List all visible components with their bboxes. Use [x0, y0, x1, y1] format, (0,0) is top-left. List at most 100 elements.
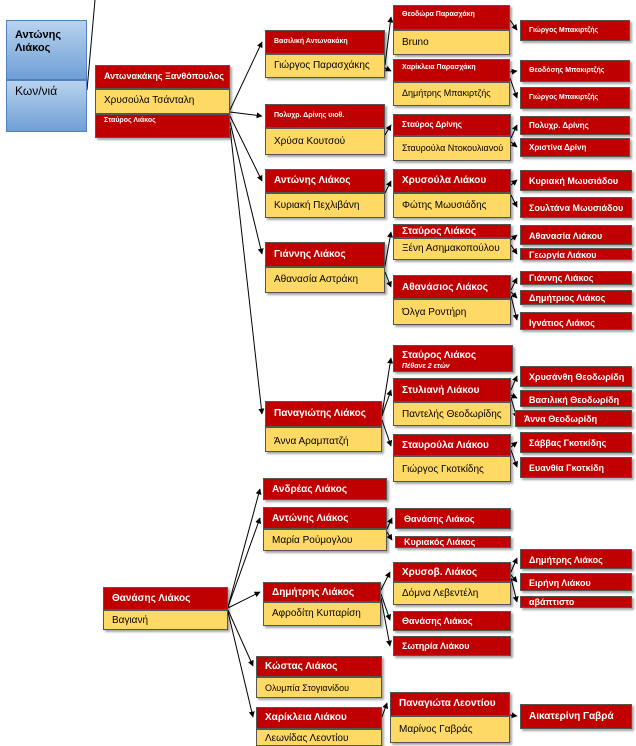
person-box: Χριστίνα Δρίνη — [520, 138, 630, 157]
connector-arrow — [229, 121, 264, 255]
person-box: Χρυσοβ. Λιάκος — [393, 562, 511, 582]
spouse-box: Γιώργος Γκοτκίδης — [393, 456, 511, 482]
connector-arrow — [509, 712, 518, 719]
spouse-box: Δόμνα Λεβεντέλη — [393, 582, 511, 605]
spouse-name: Ξένη Ασημακοπούλου — [402, 243, 500, 254]
person-box: Γιώργος Μπακιρτζής — [520, 20, 630, 41]
person-name: Αθανασία Λιάκου — [529, 231, 603, 241]
spouse-box: Χρυσούλα Τσάνταλη — [95, 89, 230, 114]
person-box: Σταύρος Λιάκος Πέθανε 2 ετών — [393, 345, 513, 372]
person-name: Σωτηρία Λιάκου — [402, 641, 470, 651]
connector-arrow — [509, 68, 518, 75]
person-box: Γιώργος Μπακιρτζής — [520, 87, 630, 109]
person-name: Αικατερίνη Γαβρά — [529, 711, 614, 722]
spouse-box: Αφροδίτη Κυπαρίση — [263, 602, 381, 626]
spouse-name: Γιώργος Παρασχάκης — [274, 60, 370, 71]
person-name: Σταύρος Λιάκος — [402, 226, 477, 237]
spouse-name: Δόμνα Λεβεντέλη — [402, 588, 479, 599]
spouse-name: Άννα Αραμπατζή — [274, 436, 349, 447]
connector-arrow — [381, 357, 394, 415]
connector-arrow — [510, 574, 518, 583]
connector-arrow — [227, 609, 254, 667]
connector-arrow — [229, 41, 263, 111]
connector-arrow — [227, 611, 255, 718]
connector-arrow — [510, 557, 518, 573]
person-name: Θανάσης Λιάκος — [404, 514, 475, 524]
person-name: Γιώργος Μπακιρτζής — [529, 94, 599, 101]
person-name: Κώστας Λιάκος — [265, 661, 338, 672]
person-box: Παναγιώτης Λιάκος — [265, 401, 382, 427]
spouse-box: Μαρία Ρούμογλου — [263, 529, 387, 551]
spouse-name: Αθανασία Αστράκη — [274, 274, 359, 285]
person-name: Αντώνης Λιάκος — [274, 175, 351, 186]
person-name: Παναγιώτα Λεοντίου — [399, 698, 496, 709]
person-box: Σταυρούλα Λιάκου — [393, 434, 511, 456]
spouse-box: Αθανασία Αστράκη — [265, 267, 385, 293]
connector-arrow — [510, 179, 518, 186]
person-name: Χρυσούλα Λιάκου — [402, 175, 487, 186]
person-box: Χρυσάνθη Θεοδωρίδη — [520, 366, 632, 387]
person-name: Θανάσης Λιάκος — [112, 593, 191, 604]
root-spouse-box: Κων/νιά — [6, 80, 87, 132]
person-box: Θανάσης Λιάκος — [393, 611, 511, 631]
spouse-name: Φώτης Μωυσιάδης — [402, 200, 487, 211]
spouse-box: Χρύσα Κουτσού — [265, 128, 385, 155]
person-name: Αντώνης Λιάκος — [272, 513, 349, 524]
spouse-box: Ολυμπία Στογιανίδου — [256, 677, 382, 698]
person-name: Χριστίνα Δρίνη — [529, 143, 587, 152]
person-box: Παναγιώτα Λεοντίου — [390, 692, 510, 716]
person-name: Θανάσης Λιάκος — [402, 616, 473, 626]
spouse-name: Κυριακή Πεχλιβάνη — [274, 200, 360, 211]
spouse-box: Άννα Αραμπατζή — [265, 427, 382, 452]
person-name: Δημήτριος Λιάκος — [529, 293, 606, 303]
person-box: Χαρίκλεια Παρασχάκη — [393, 59, 510, 82]
connector-arrow — [229, 127, 265, 415]
person-box: Αντώνης Λιάκος — [265, 169, 385, 193]
spouse-box: Σταυρούλα Ντοκουλιανού — [393, 136, 511, 161]
person-name: Κυριακός Λιάκος — [404, 537, 476, 547]
person-box: Ανδρέας Λιάκος — [263, 478, 387, 500]
person-name: Χρυσοβ. Λιάκος — [402, 567, 478, 578]
person-box: Αντώνης Λιάκος — [263, 507, 387, 529]
person-name: Βασιλική Αντωνακάκη — [274, 38, 348, 45]
connector-arrow — [227, 517, 261, 608]
connector-arrow — [381, 702, 389, 718]
person-name: Πολυχρ. Δρίνης — [529, 121, 589, 130]
person-box: Αντωνακάκης Ξανθόπουλος — [95, 65, 230, 89]
spouse-box: Γιώργος Παρασχάκης — [265, 54, 385, 78]
spouse-box: Λεωνίδας Λεοντίου — [256, 729, 382, 746]
spouse-name: Γιώργος Γκοτκίδης — [402, 464, 484, 475]
spouse-box: Βαγιανή — [103, 610, 228, 630]
connector-arrow — [510, 441, 518, 448]
connector-arrow — [510, 124, 518, 139]
person-note: Πέθανε 2 ετών — [402, 363, 450, 370]
person-box: Σταύρος Λιάκος — [95, 114, 230, 138]
spouse-name: Όλγα Ροντήρη — [402, 307, 467, 318]
spouse-name: Λεωνίδας Λεοντίου — [265, 733, 349, 744]
connector-arrow — [384, 124, 392, 136]
connector-arrow — [510, 449, 519, 468]
connector-arrow — [227, 488, 262, 608]
person-name: Σταύρος Λιάκος — [104, 117, 156, 124]
person-name: Θεοδόσης Μπακιρτζής — [529, 67, 605, 74]
connector-arrow — [510, 244, 518, 255]
person-name: Θεοδώρα Παρασχάκη — [402, 11, 475, 18]
connector-arrow — [380, 593, 392, 621]
connector-arrow — [381, 419, 393, 447]
spouse-box: Μαρίνος Γαβράς — [390, 716, 510, 743]
person-name: Σταύρος Δρίνης — [402, 120, 462, 129]
connector-arrow — [510, 295, 519, 321]
spouse-name: Βαγιανή — [112, 615, 149, 626]
person-name: Άννα Θεοδωρίδη — [524, 414, 598, 424]
person-box: Πολυχρ. Δρίνης — [520, 116, 630, 135]
person-box: Γιάννης Λιάκος — [520, 271, 632, 285]
spouse-box: Κυριακή Πεχλιβάνη — [265, 193, 385, 218]
connector-arrow — [509, 19, 518, 31]
person-name: Στυλιανή Λιάκου — [402, 385, 480, 396]
person-box: Άννα Θεοδωρίδη — [515, 410, 632, 427]
person-name: Δημήτρης Λιάκος — [272, 587, 355, 598]
person-box: Βασιλική Θεοδωρίδη — [520, 390, 632, 407]
spouse-name: Παντελής Θεοδωρίδης — [402, 409, 502, 420]
person-box: Αικατερίνη Γαβρά — [520, 704, 632, 729]
